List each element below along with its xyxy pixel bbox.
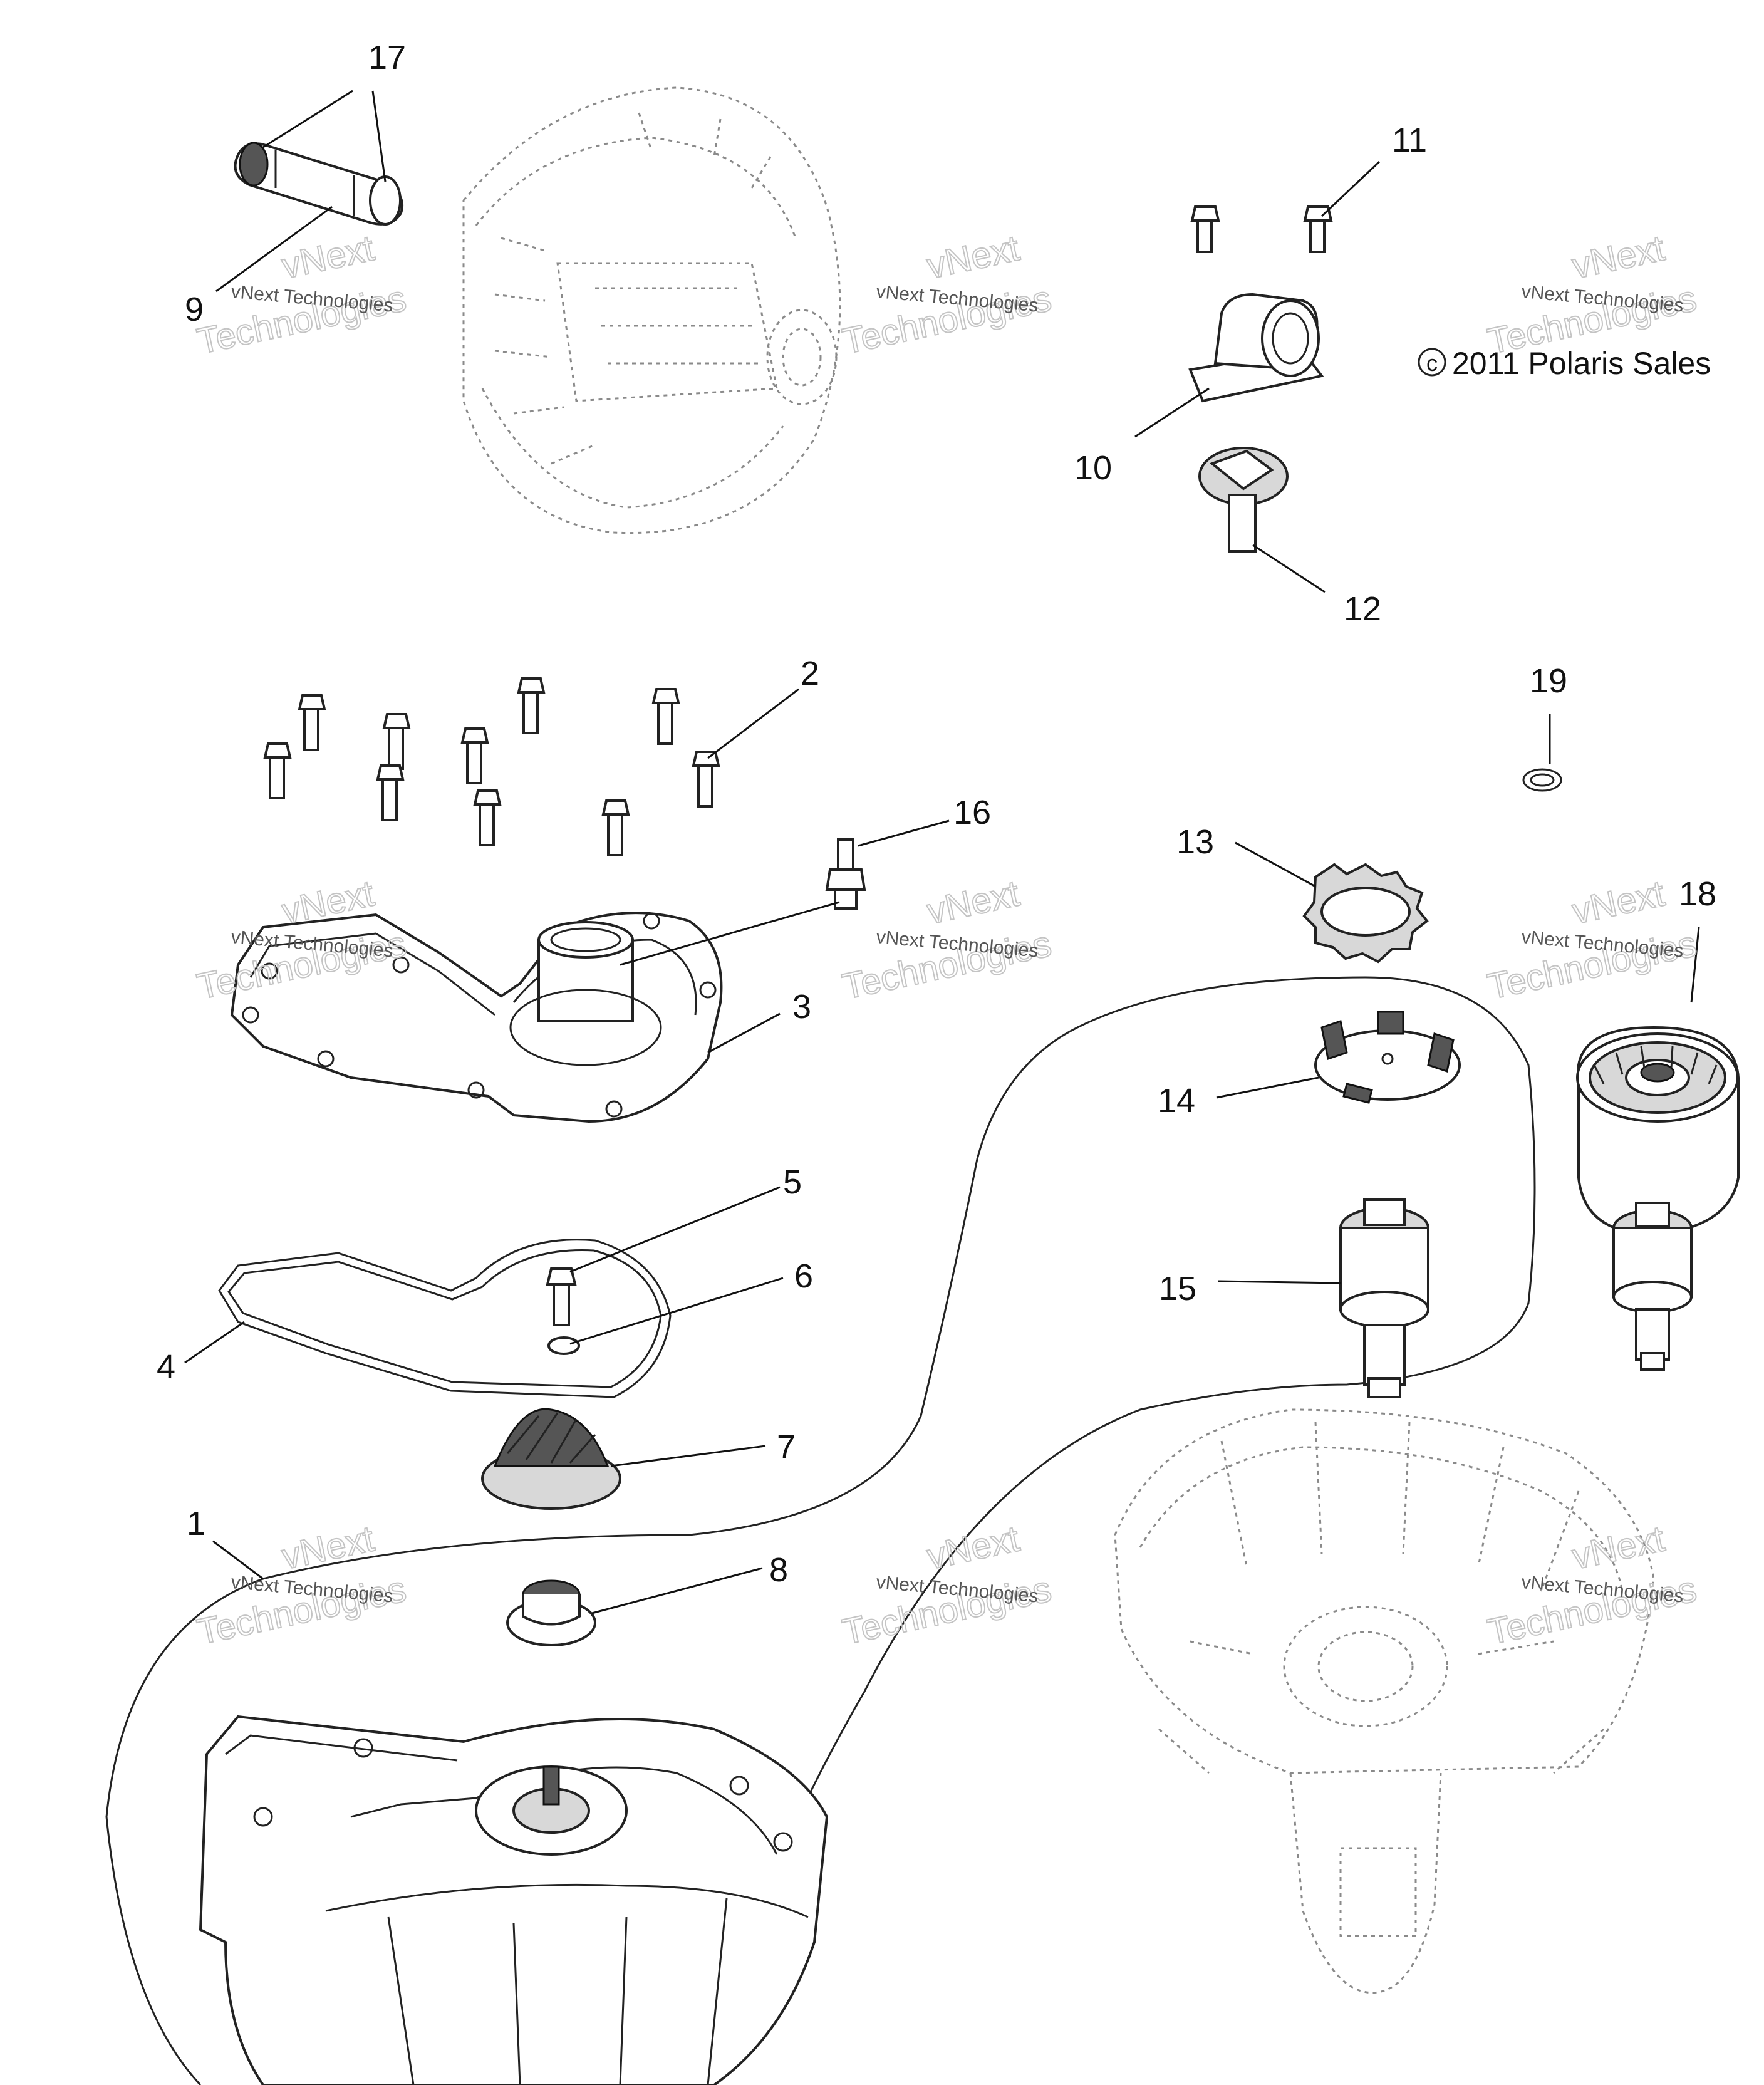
callout-5: 5 <box>783 1163 802 1201</box>
sleeve-part-9 <box>234 142 404 226</box>
callout-4: 4 <box>157 1348 175 1386</box>
grouping-outline <box>105 976 1536 2085</box>
lock-nut-part-13 <box>1302 863 1429 964</box>
pump-cover-part-3 <box>230 912 723 1123</box>
fitting-part-16 <box>825 838 866 910</box>
ghost-gearcase-housing <box>1114 1408 1655 1994</box>
callout-6: 6 <box>794 1257 813 1295</box>
svg-text:vNext: vNext <box>1569 227 1668 286</box>
callout-labels: 1 2 3 4 5 6 7 8 9 10 11 12 13 14 15 16 1… <box>157 39 1716 1589</box>
watermark-2: vNext Technologies vNext Technologies <box>838 227 1056 362</box>
thermostat-housing-part-10 <box>1188 293 1324 403</box>
bolts-part-11 <box>1190 205 1333 253</box>
gearcase-housing-part-1 <box>199 1715 829 2085</box>
svg-text:vNext: vNext <box>923 1518 1023 1577</box>
copyright-circle <box>1418 348 1446 377</box>
watermark-7: vNext Technologies vNext Technologies <box>193 1517 410 1653</box>
gasket-part-4 <box>218 1239 672 1398</box>
watermark-1: vNext Technologies vNext Technologies <box>193 227 410 362</box>
callout-18: 18 <box>1679 875 1716 913</box>
callout-9: 9 <box>185 291 204 328</box>
watermark-8: vNext Technologies vNext Technologies <box>838 1517 1056 1653</box>
svg-text:vNext: vNext <box>1569 1518 1668 1577</box>
copyright: c 2011 Polaris Sales <box>1418 346 1711 381</box>
impeller-part-7 <box>481 1408 621 1510</box>
seal-part-8 <box>506 1579 596 1646</box>
svg-text:vNext: vNext <box>278 1518 378 1577</box>
bolt-part-5 <box>546 1267 577 1326</box>
washer-part-6 <box>547 1336 580 1355</box>
callout-17: 17 <box>368 39 406 76</box>
callout-7: 7 <box>777 1428 796 1466</box>
callout-1: 1 <box>187 1505 205 1542</box>
callout-14: 14 <box>1158 1082 1195 1120</box>
ghost-cover-housing <box>462 86 841 534</box>
bolts-part-2 <box>263 677 720 856</box>
shaft-part-15 <box>1339 1198 1429 1398</box>
callout-12: 12 <box>1344 590 1381 628</box>
watermark-9: vNext Technologies vNext Technologies <box>1483 1517 1701 1653</box>
callout-16: 16 <box>953 794 991 831</box>
callout-10: 10 <box>1074 449 1112 487</box>
svg-text:vNext: vNext <box>923 227 1023 286</box>
watermark-5: vNext Technologies vNext Technologies <box>838 872 1056 1007</box>
svg-text:vNext: vNext <box>278 227 378 286</box>
callout-19: 19 <box>1530 662 1567 700</box>
callout-8: 8 <box>769 1551 788 1589</box>
shaft-assembly-part-18 <box>1612 1202 1693 1371</box>
washer-part-19 <box>1522 768 1562 792</box>
copyright-symbol: c <box>1426 350 1438 376</box>
thermostat-part-12 <box>1198 447 1289 553</box>
svg-text:vNext: vNext <box>1569 873 1668 932</box>
leader-lines <box>184 90 1700 1614</box>
copyright-text: 2011 Polaris Sales <box>1452 346 1711 381</box>
callout-11: 11 <box>1392 122 1427 159</box>
callout-15: 15 <box>1159 1270 1196 1308</box>
watermark-6: vNext Technologies vNext Technologies <box>1483 872 1701 1007</box>
retainer-plate-part-14 <box>1314 1011 1461 1104</box>
callout-2: 2 <box>801 655 819 692</box>
watermark-3: vNext Technologies vNext Technologies <box>1483 227 1701 362</box>
ring-gear-part-18 <box>1576 1026 1740 1236</box>
callout-13: 13 <box>1176 823 1214 861</box>
svg-text:vNext: vNext <box>923 873 1023 932</box>
callout-3: 3 <box>792 988 811 1026</box>
